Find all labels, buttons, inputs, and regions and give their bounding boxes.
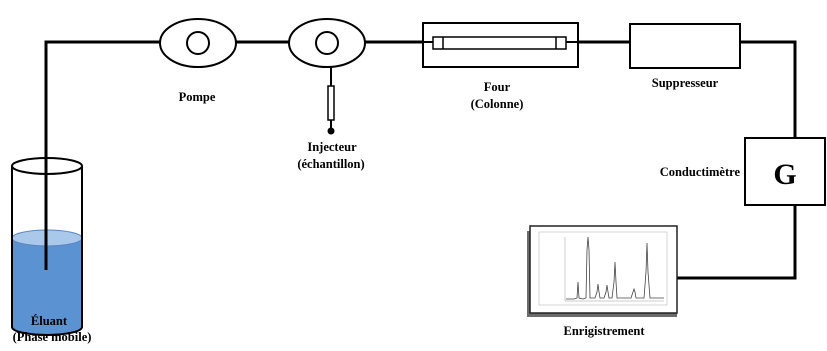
eluent-beaker-rim xyxy=(11,157,83,175)
pump-label: Pompe xyxy=(179,90,216,104)
detector-letter: G xyxy=(773,158,796,191)
eluent-label-line2: (Phase mobile) xyxy=(13,330,92,344)
injector-port xyxy=(315,31,339,55)
oven-label-line1: Four xyxy=(484,80,511,94)
tubing-suppressor-detector xyxy=(740,40,797,138)
injector xyxy=(288,18,366,135)
recorder xyxy=(527,225,678,317)
pump-rotor xyxy=(186,31,210,55)
injector-tip xyxy=(327,127,335,135)
tubing-main xyxy=(44,40,423,270)
tubing-detector-recorder xyxy=(677,205,797,280)
conductimeter-label: Conductimètre xyxy=(660,165,741,179)
oven xyxy=(422,22,579,68)
recorder-label: Enrigistrement xyxy=(563,324,645,338)
eluent-beaker-body xyxy=(11,166,83,336)
injector-label-line2: (échantillon) xyxy=(297,157,364,171)
oven-label-line2: (Colonne) xyxy=(471,97,524,111)
pump xyxy=(159,18,237,68)
column-tube xyxy=(432,36,567,50)
injector-label-line1: Injecteur xyxy=(307,140,357,154)
injector-syringe xyxy=(327,85,335,121)
suppressor-box xyxy=(629,23,741,69)
eluent-liquid xyxy=(12,238,82,335)
chromatogram-trace xyxy=(566,236,664,300)
eluent-label-line1: Éluant xyxy=(31,314,68,328)
eluent-reservoir xyxy=(11,157,83,336)
chromatogram-panel xyxy=(538,231,668,306)
suppressor-label: Suppresseur xyxy=(652,76,719,90)
detector-box xyxy=(744,137,826,206)
